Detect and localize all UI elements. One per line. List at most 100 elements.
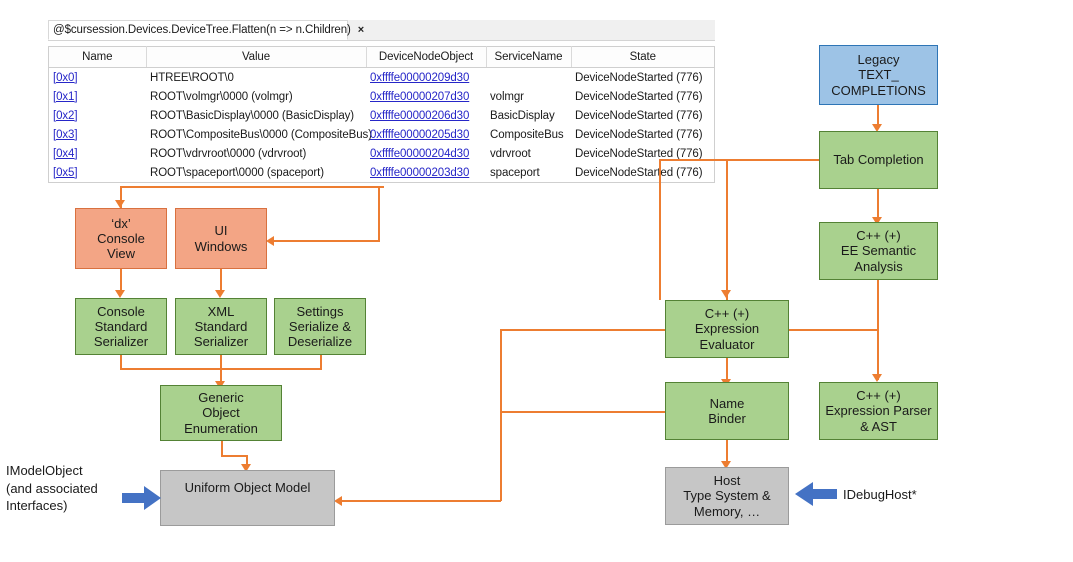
column-header-state[interactable]: State	[571, 46, 714, 68]
table-row[interactable]: [0x0] HTREE\ROOT\0 0xffffe00000209d30 De…	[49, 68, 714, 88]
row-expand-link[interactable]: [0x2]	[53, 109, 78, 122]
node-tab-completion[interactable]: Tab Completion	[819, 131, 938, 189]
arrowhead-to-expression-parser	[872, 374, 882, 382]
column-header-devicenodeobject[interactable]: DeviceNodeObject	[366, 46, 487, 68]
table-row[interactable]: [0x5] ROOT\spaceport\0000 (spaceport) 0x…	[49, 163, 714, 182]
table-row[interactable]: [0x3] ROOT\CompositeBus\0000 (CompositeB…	[49, 125, 714, 144]
connector-eval-left	[500, 329, 666, 331]
node-expression-parser-ast[interactable]: C++ (+) Expression Parser & AST	[819, 382, 938, 440]
cell-state: DeviceNodeStarted (776)	[575, 128, 703, 141]
node-line: C++ (+)	[856, 388, 901, 403]
device-node-object-link[interactable]: 0xffffe00000203d30	[370, 166, 470, 179]
device-node-object-link[interactable]: 0xffffe00000209d30	[370, 71, 470, 84]
device-node-object-link[interactable]: 0xffffe00000204d30	[370, 147, 470, 160]
node-ui-windows[interactable]: UI Windows	[175, 208, 267, 269]
node-settings-serialize-deserialize[interactable]: Settings Serialize & Deserialize	[274, 298, 366, 355]
row-expand-link[interactable]: [0x0]	[53, 71, 78, 84]
cell-value: ROOT\BasicDisplay\0000 (BasicDisplay)	[150, 109, 355, 122]
node-name-binder[interactable]: Name Binder	[665, 382, 789, 440]
cell-servicename: vdrvroot	[490, 147, 531, 160]
cell-name: [0x4]	[49, 144, 146, 163]
connector-xml-serializer-down	[220, 354, 222, 369]
cell-devicenodeobject: 0xffffe00000203d30	[366, 163, 486, 182]
node-line: Expression Parser	[825, 403, 932, 419]
node-line: Analysis	[854, 258, 903, 274]
node-line: Enumeration	[184, 420, 258, 436]
debugger-data-model-window: @$cursession.Devices.DeviceTree.Flatten(…	[48, 20, 715, 183]
table-row[interactable]: [0x1] ROOT\volmgr\0000 (volmgr) 0xffffe0…	[49, 87, 714, 106]
connector-dx-to-console-serializer	[120, 268, 122, 292]
arrowhead-to-tab-completion	[872, 124, 882, 132]
node-line: Standard	[194, 318, 248, 334]
node-line: Binder	[708, 411, 746, 426]
cell-devicenodeobject: 0xffffe00000205d30	[366, 125, 486, 144]
row-expand-link[interactable]: [0x4]	[53, 147, 78, 160]
device-node-object-link[interactable]: 0xffffe00000207d30	[370, 90, 470, 103]
device-node-object-link[interactable]: 0xffffe00000206d30	[370, 109, 470, 122]
node-uniform-object-model[interactable]: Uniform Object Model	[160, 470, 335, 526]
node-expression-evaluator[interactable]: C++ (+) Expression Evaluator	[665, 300, 789, 358]
node-ee-semantic-analysis[interactable]: C++ (+) EE Semantic Analysis	[819, 222, 938, 280]
table-row[interactable]: [0x4] ROOT\vdrvroot\0000 (vdrvroot) 0xff…	[49, 144, 714, 163]
cell-state: DeviceNodeStarted (776)	[575, 71, 703, 84]
device-tree-table: Name Value DeviceNodeObject ServiceName …	[49, 46, 714, 182]
arrowhead-to-ee-semantic	[872, 217, 882, 225]
cell-value: ROOT\spaceport\0000 (spaceport)	[150, 166, 324, 179]
row-expand-link[interactable]: [0x5]	[53, 166, 78, 179]
cell-devicenodeobject: 0xffffe00000206d30	[366, 106, 486, 125]
cell-devicenodeobject: 0xffffe00000209d30	[366, 68, 486, 88]
cell-servicename	[486, 68, 571, 88]
connector-settings-serializer-down	[320, 354, 322, 369]
node-line: Deserialize	[287, 334, 353, 350]
arrowhead-to-uiwindows	[266, 236, 274, 246]
node-line: Windows	[194, 238, 248, 254]
arrowhead-to-console-serializer	[115, 290, 125, 298]
node-xml-standard-serializer[interactable]: XML Standard Serializer	[175, 298, 267, 355]
connector-eval-to-parser-bus	[789, 329, 878, 331]
node-line: Name	[709, 395, 745, 411]
cell-name: [0x3]	[49, 125, 146, 144]
connector-trunk-to-uom	[342, 500, 501, 502]
cell-devicenodeobject: 0xffffe00000207d30	[366, 87, 486, 106]
connector-grid-to-dx-top	[120, 186, 380, 188]
cell-devicenodeobject: 0xffffe00000204d30	[366, 144, 486, 163]
column-header-value[interactable]: Value	[146, 46, 367, 68]
node-line: Host	[713, 473, 741, 488]
node-line: Tab Completion	[833, 152, 924, 168]
column-header-servicename[interactable]: ServiceName	[486, 46, 572, 68]
node-line: C++ (+)	[704, 306, 750, 321]
node-dx-console-view[interactable]: ‘dx’ Console View	[75, 208, 167, 269]
cell-servicename: BasicDisplay	[490, 109, 555, 122]
tab-title: @$cursession.Devices.DeviceTree.Flatten(…	[53, 24, 351, 36]
tab-device-tree-query[interactable]: @$cursession.Devices.DeviceTree.Flatten(…	[48, 20, 364, 40]
node-line: Serializer	[193, 334, 249, 350]
row-expand-link[interactable]: [0x3]	[53, 128, 78, 141]
cell-name: [0x1]	[49, 87, 146, 106]
node-host-type-system[interactable]: Host Type System & Memory, …	[665, 467, 789, 525]
column-header-name[interactable]: Name	[49, 46, 147, 68]
connector-generic-to-uom	[246, 455, 248, 467]
node-console-standard-serializer[interactable]: Console Standard Serializer	[75, 298, 167, 355]
imodelobject-arrow-icon	[122, 486, 161, 510]
node-line: Evaluator	[699, 336, 755, 352]
node-line: Console	[97, 230, 145, 246]
node-line: TEXT_	[858, 67, 899, 83]
node-legacy-text-completions[interactable]: Legacy TEXT_ COMPLETIONS	[819, 45, 938, 105]
connector-grid-to-dx-h	[378, 186, 384, 188]
cell-servicename: volmgr	[490, 90, 524, 103]
table-row[interactable]: [0x2] ROOT\BasicDisplay\0000 (BasicDispl…	[49, 106, 714, 125]
node-generic-object-enumeration[interactable]: Generic Object Enumeration	[160, 385, 282, 441]
imodelobject-label-line: IModelObject	[6, 463, 83, 478]
node-line: Legacy	[857, 52, 900, 67]
connector-tabcompletion-down	[659, 159, 661, 300]
close-icon[interactable]: ×	[357, 23, 365, 36]
node-line: & AST	[860, 418, 897, 434]
connector-console-serializer-down	[120, 354, 122, 369]
device-node-object-link[interactable]: 0xffffe00000205d30	[370, 128, 470, 141]
node-line: Memory, …	[693, 503, 761, 519]
connector-tabcompletion-branch	[726, 159, 819, 161]
arrowhead-to-host-type-system	[721, 461, 731, 469]
connector-legacy-to-tab-completion	[877, 105, 879, 127]
device-tree-grid: Name Value DeviceNodeObject ServiceName …	[48, 46, 715, 183]
row-expand-link[interactable]: [0x1]	[53, 90, 78, 103]
